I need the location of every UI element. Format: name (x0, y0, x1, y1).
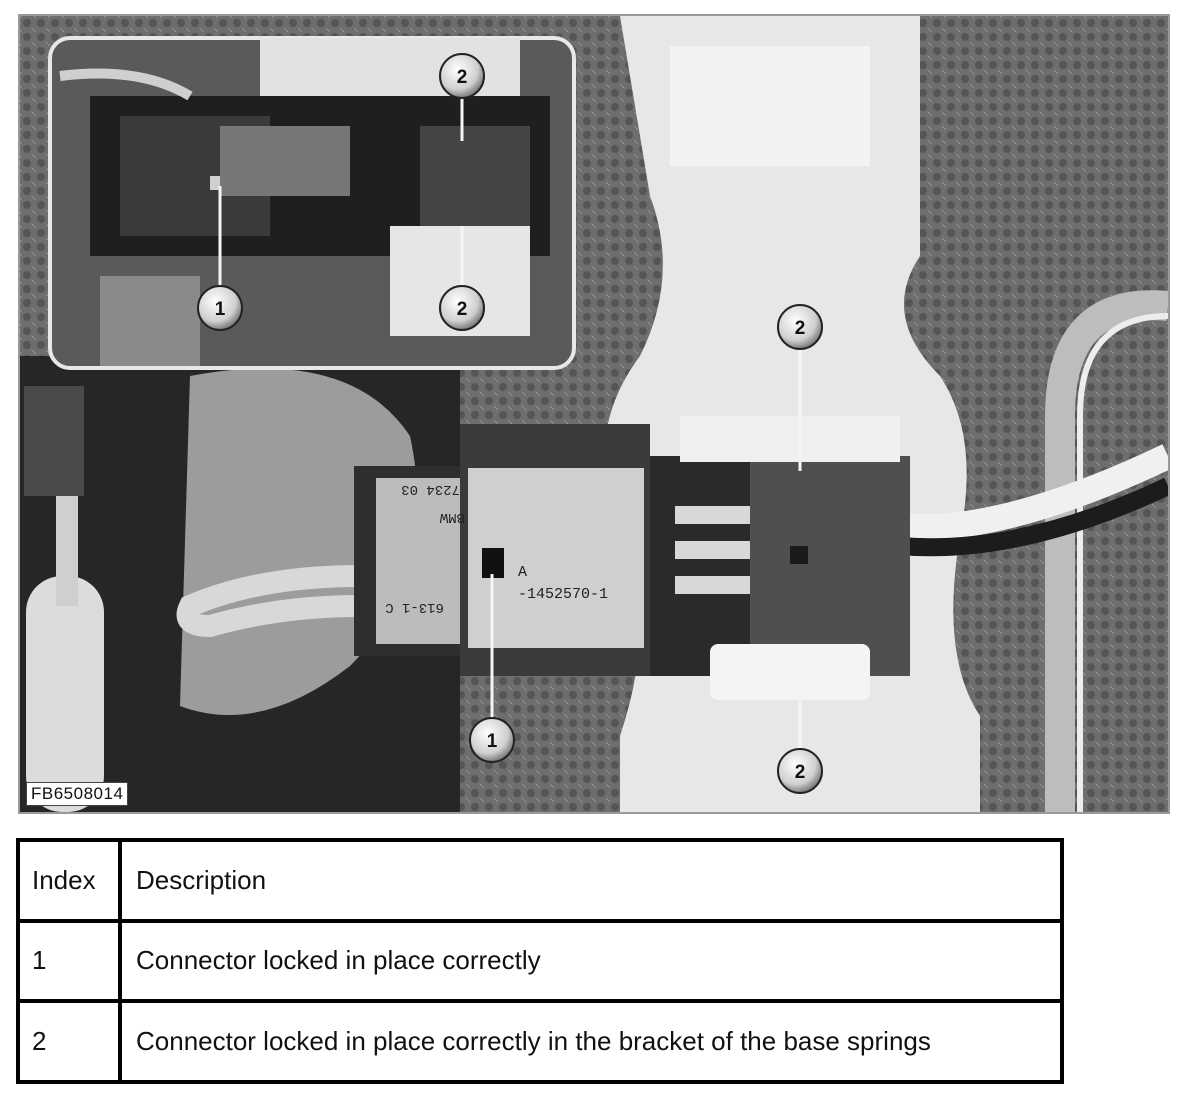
print-top: 7234 03 (401, 481, 460, 497)
bracket-clip-top (680, 416, 900, 462)
print-code-a: A (518, 564, 527, 581)
base-spring-wire (1045, 290, 1168, 812)
row-description: Connector locked in place correctly (118, 918, 1064, 1004)
connector-counterpart (750, 456, 910, 676)
svg-text:2: 2 (457, 67, 468, 88)
print-brand: BMW (439, 509, 465, 525)
leader-lines (218, 94, 802, 751)
wire-harness-right (898, 444, 1168, 541)
bracket-clip-bottom (710, 644, 870, 700)
callout-inset-2-bottom: 2 (439, 285, 485, 331)
callout-main-2-top: 2 (777, 304, 823, 350)
legend-table: Index Description 1 Connector locked in … (16, 838, 1064, 1084)
header-description: Description (118, 838, 1064, 923)
row-description: Connector locked in place correctly in t… (118, 999, 1064, 1084)
callout-inset-1: 1 (197, 285, 243, 331)
svg-text:2: 2 (795, 318, 806, 339)
support-rod (26, 576, 104, 812)
print-c: 613-1 C (385, 599, 444, 615)
header-index: Index (16, 838, 122, 923)
svg-text:2: 2 (457, 299, 468, 320)
callout-inset-2-top: 2 (439, 53, 485, 99)
print-part-number: -1452570-1 (518, 586, 608, 603)
svg-text:1: 1 (487, 731, 498, 752)
legend-header-row: Index Description (16, 838, 1064, 923)
svg-text:2: 2 (795, 762, 806, 783)
row-index: 2 (16, 999, 122, 1084)
photo-illustration: 7234 03 BMW 613-1 C A -1452570-1 (20, 16, 1168, 812)
row-index: 1 (16, 918, 122, 1004)
callout-main-2-bottom: 2 (777, 748, 823, 794)
callout-main-1: 1 (469, 717, 515, 763)
detail-inset (48, 36, 576, 370)
figure-id-label: FB6508014 (26, 782, 129, 806)
connector-photo: 7234 03 BMW 613-1 C A -1452570-1 (18, 14, 1170, 814)
svg-text:1: 1 (215, 299, 226, 320)
table-row: 1 Connector locked in place correctly (16, 918, 1064, 1004)
wire-harness-left (176, 565, 361, 638)
table-row: 2 Connector locked in place correctly in… (16, 999, 1064, 1084)
connector-lock-tab (482, 548, 504, 578)
